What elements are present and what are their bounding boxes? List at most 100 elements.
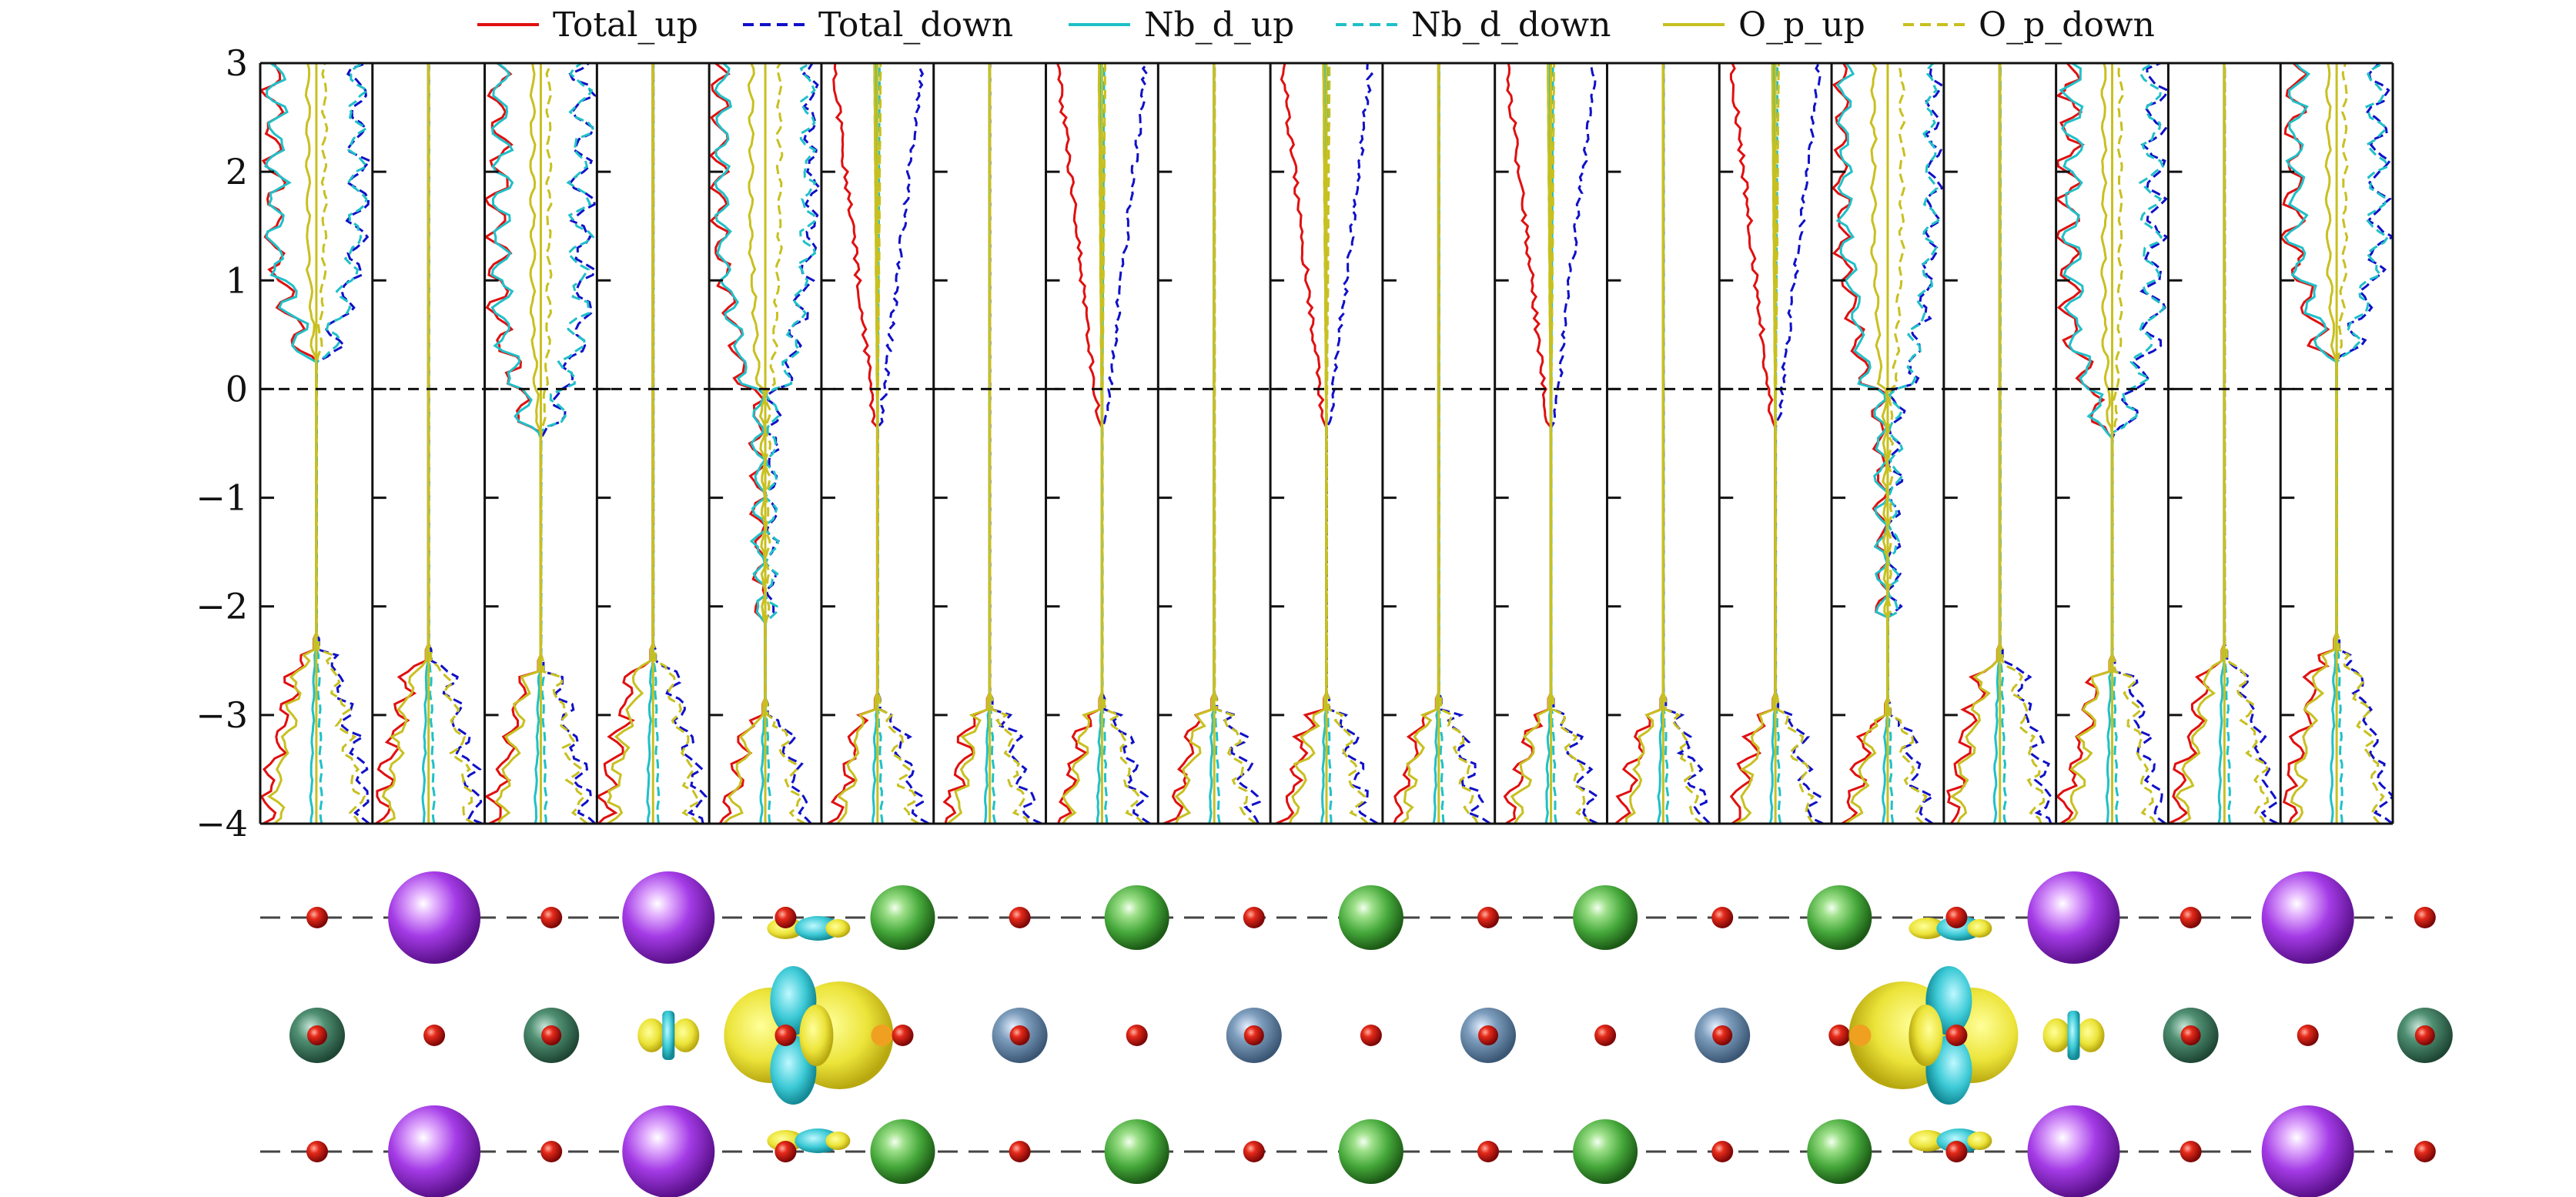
oxygen-atom — [540, 1141, 563, 1162]
series-total_down — [1437, 63, 1491, 824]
oxygen-atom — [306, 1141, 328, 1162]
dos-panel-1 — [260, 63, 373, 824]
series-total_up — [826, 63, 878, 824]
y-tick-label: −3 — [196, 694, 248, 736]
y-tick-label: 1 — [226, 259, 248, 301]
series-o_p_up — [2290, 63, 2338, 824]
series-total_down — [1662, 63, 1711, 824]
oxygen-atom — [540, 907, 563, 928]
series-total_up — [1614, 63, 1664, 824]
y-tick-label: −2 — [196, 586, 248, 627]
series-o_p_up — [2174, 63, 2226, 824]
dos-panel-15 — [1831, 63, 1945, 824]
series-total_down — [1101, 63, 1151, 824]
dos-panel-2 — [375, 63, 483, 824]
green-cation-atom — [870, 1119, 935, 1184]
series-o_p_down — [1101, 63, 1145, 824]
green-cation-atom — [1573, 885, 1638, 950]
oxygen-atom — [1945, 1141, 1968, 1162]
series-o_p_up — [606, 63, 654, 824]
series-o_p_up — [1510, 63, 1552, 824]
oxygen-atom — [1477, 907, 1499, 928]
series-o_p_down — [2336, 63, 2385, 824]
oxygen-atom — [307, 1025, 327, 1045]
purple-cation-atom — [388, 1105, 481, 1197]
series-nb_d_down — [2335, 63, 2390, 824]
oxygen-atom — [1126, 1025, 1148, 1046]
dos-panel-12 — [1503, 63, 1600, 824]
oxygen-atom — [1243, 1141, 1265, 1162]
green-cation-atom — [1807, 1119, 1872, 1184]
series-total_up — [1729, 63, 1777, 824]
series-total_down — [2223, 63, 2280, 824]
dos-panel-6 — [826, 63, 930, 824]
oxygen-atom — [1360, 1025, 1382, 1046]
dos-panel-16 — [1945, 63, 2052, 824]
series-o_p_down — [2111, 63, 2156, 824]
purple-cation-atom — [388, 871, 481, 964]
series-o_p_down — [1550, 63, 1592, 824]
oxygen-atom — [2180, 1025, 2201, 1045]
dos-panel-13 — [1614, 63, 1711, 824]
legend-label-total_down: Total_down — [818, 5, 1013, 45]
charge-density-isosurface — [724, 966, 894, 1105]
oxygen-atom — [1945, 907, 1968, 928]
oxygen-atom — [774, 1025, 797, 1046]
green-cation-atom — [1104, 885, 1169, 950]
oxygen-atom — [1594, 1025, 1617, 1046]
charge-density-isosurface — [1848, 966, 2019, 1105]
curves — [260, 63, 2393, 824]
series-total_down — [764, 63, 822, 824]
series-o_p_down — [764, 63, 806, 824]
oxygen-atom — [1009, 907, 1031, 928]
series-nb_d_up — [1835, 63, 1889, 824]
series-o_p_down — [1325, 63, 1369, 824]
series-o_p_up — [1949, 63, 2001, 824]
oxygen-atom — [2414, 1025, 2435, 1045]
series-o_p_down — [876, 63, 920, 824]
oxygen-atom — [2414, 1141, 2436, 1162]
dos-panel-5 — [708, 63, 822, 824]
series-total_up — [1163, 63, 1216, 824]
series-total_down — [1550, 63, 1600, 824]
series-o_p_up — [836, 63, 878, 824]
series-o_p_up — [723, 63, 767, 824]
oxygen-atom — [1477, 1141, 1499, 1162]
series-total_down — [1886, 63, 1945, 824]
series-total_up — [595, 63, 654, 824]
series-total_down — [876, 63, 930, 824]
series-o_p_down — [427, 63, 475, 824]
green-cation-atom — [1573, 1119, 1638, 1184]
oxygen-atom — [2297, 1025, 2319, 1046]
purple-cation-atom — [2261, 871, 2354, 964]
oxygen-atom — [541, 1025, 562, 1045]
dos-panel-17 — [2054, 63, 2170, 824]
crystal-structure — [260, 871, 2453, 1197]
series-total_up — [1275, 63, 1328, 824]
oxygen-atom — [1711, 907, 1734, 928]
series-total_up — [375, 63, 430, 824]
series-o_p_up — [2065, 63, 2113, 824]
charge-density-small-isosurface — [2042, 1011, 2105, 1060]
series-o_p_down — [315, 63, 366, 824]
y-tick-label: −4 — [196, 803, 248, 844]
series-total_down — [989, 63, 1042, 824]
oxygen-atom — [774, 907, 797, 928]
dos-panel-10 — [1275, 63, 1379, 824]
series-o_p_down — [1774, 63, 1815, 824]
dos-panel-9 — [1163, 63, 1261, 824]
y-tick-label: 3 — [226, 42, 248, 84]
dos-panel-11 — [1393, 63, 1491, 824]
oxygen-atom — [1243, 907, 1265, 928]
dos-panel-7 — [942, 63, 1042, 824]
dos-panel-18 — [2167, 63, 2280, 824]
charge-density-edge-isosurface — [767, 916, 851, 941]
series-total_down — [427, 63, 483, 824]
series-o_p_up — [267, 63, 317, 824]
oxygen-atom — [1945, 1025, 1968, 1046]
oxygen-atom — [1478, 1025, 1498, 1045]
oxygen-atom — [2414, 907, 2436, 928]
